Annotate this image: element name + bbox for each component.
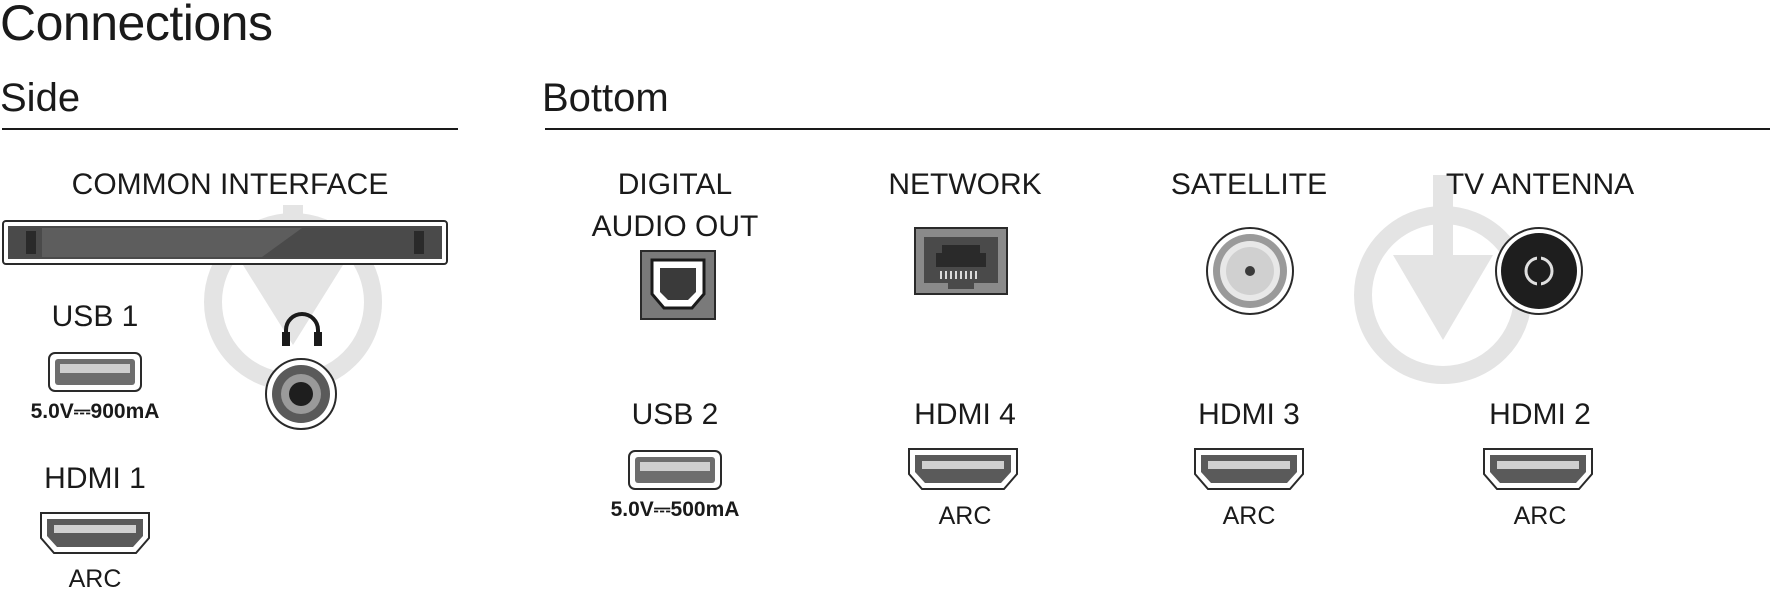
optical-port	[640, 250, 716, 320]
usb1-spec: 5.0V⎓900mA	[30, 400, 160, 423]
hdmi1-arc: ARC	[68, 565, 122, 593]
ethernet-port	[914, 227, 1008, 295]
usb1-port	[48, 352, 142, 392]
hdmi1-label: HDMI 1	[44, 462, 146, 495]
hdmi2-port	[1483, 448, 1593, 490]
headphone-jack	[265, 358, 337, 430]
side-divider	[2, 128, 458, 130]
hdmi4-arc: ARC	[938, 502, 992, 530]
hdmi3-port	[1194, 448, 1304, 490]
usb1-label: USB 1	[51, 300, 139, 333]
satellite-label: SATELLITE	[1170, 168, 1328, 201]
satellite-port	[1206, 227, 1294, 315]
bottom-divider	[545, 128, 1770, 130]
network-label: NETWORK	[888, 168, 1042, 201]
hdmi2-arc: ARC	[1513, 502, 1567, 530]
common-interface-slot	[2, 220, 448, 265]
hdmi1-port	[40, 512, 150, 554]
page-title: Connections	[0, 0, 273, 51]
digital-audio-out-label-line2: AUDIO OUT	[591, 210, 759, 243]
tv-antenna-label: TV ANTENNA	[1445, 168, 1635, 201]
hdmi2-label: HDMI 2	[1489, 398, 1591, 431]
hdmi4-label: HDMI 4	[914, 398, 1016, 431]
section-side-heading: Side	[0, 76, 81, 120]
common-interface-label: COMMON INTERFACE	[71, 168, 389, 201]
hdmi4-port	[908, 448, 1018, 490]
usb2-label: USB 2	[631, 398, 719, 431]
headphones-icon	[282, 312, 322, 346]
hdmi3-label: HDMI 3	[1198, 398, 1300, 431]
hdmi3-arc: ARC	[1222, 502, 1276, 530]
usb2-spec: 5.0V⎓500mA	[610, 498, 740, 521]
section-bottom-heading: Bottom	[542, 76, 669, 120]
digital-audio-out-label-line1: DIGITAL	[617, 168, 733, 201]
tv-antenna-port	[1495, 227, 1583, 315]
usb2-port	[628, 450, 722, 490]
